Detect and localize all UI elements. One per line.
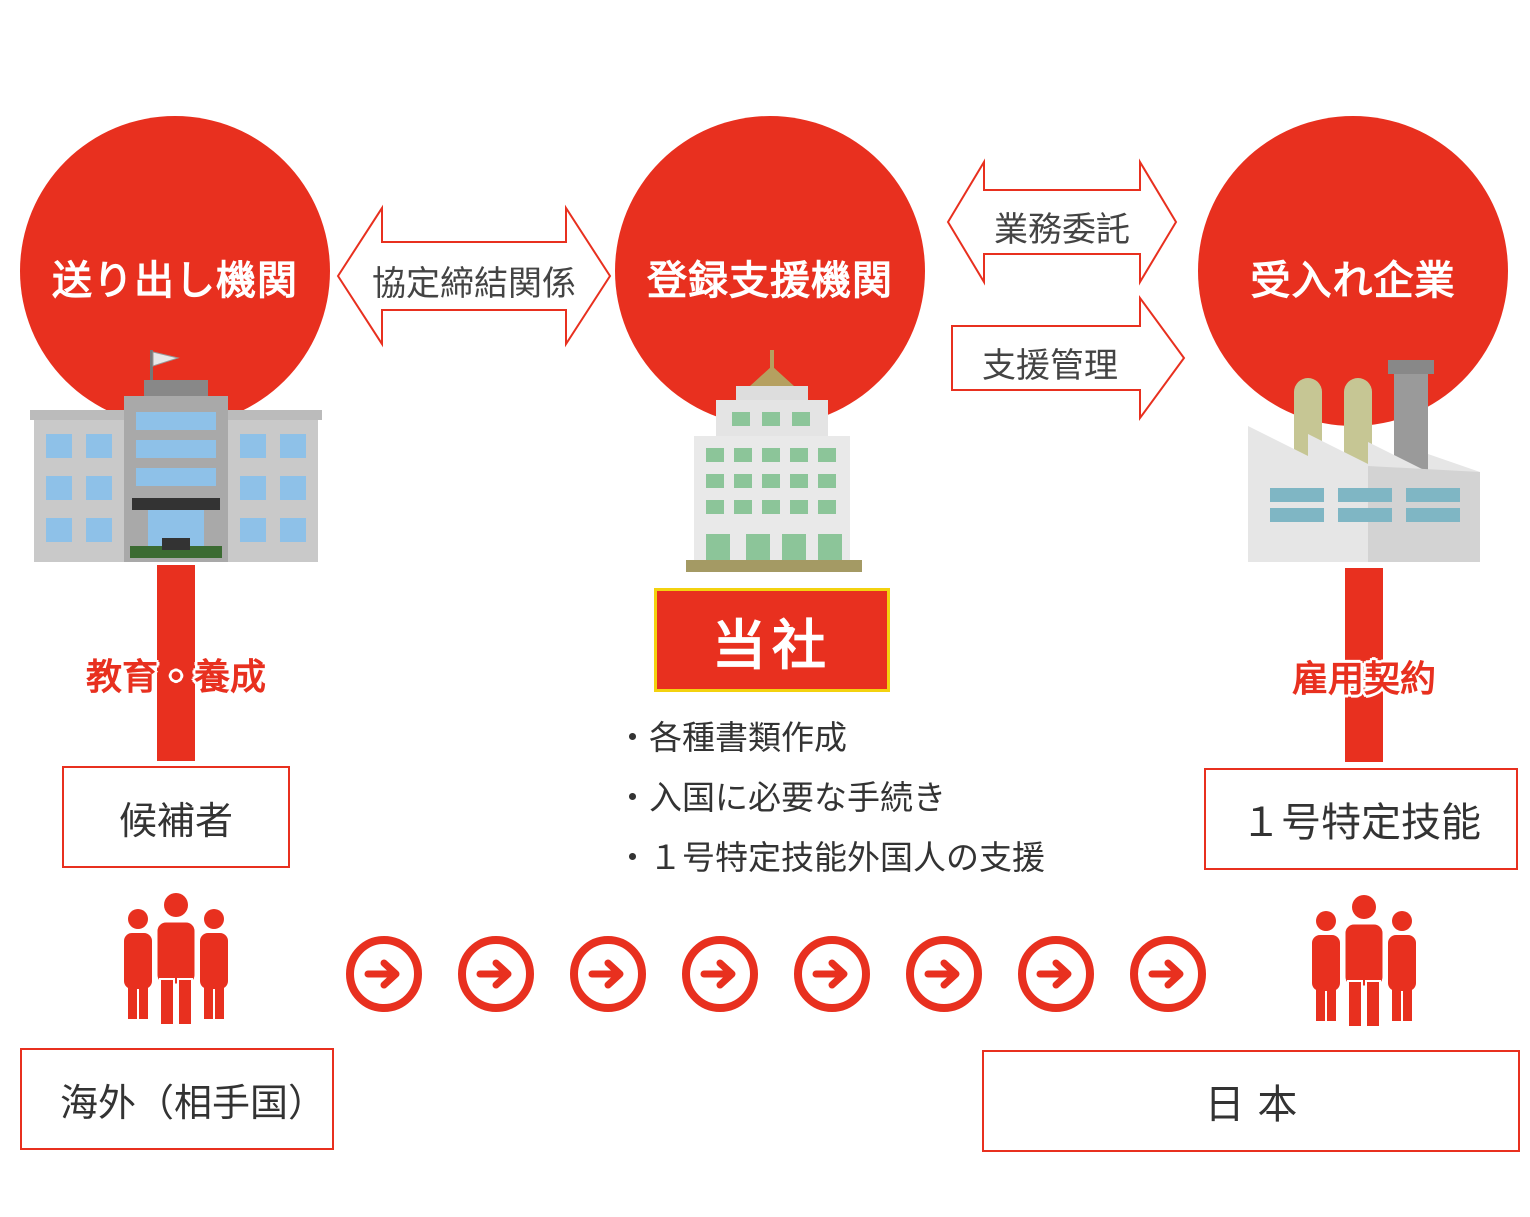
japan-box: 日 本 xyxy=(982,1050,1520,1152)
arrow-right-circle-icon xyxy=(570,936,646,1012)
arrow-right-circle-icon xyxy=(458,936,534,1012)
service-item: ・１号特定技能外国人の支援 xyxy=(616,838,1045,877)
our-company-box: 当社 xyxy=(654,588,890,692)
agreement-label: 協定締結関係 xyxy=(372,264,576,304)
sending-org-circle xyxy=(20,116,330,426)
sending-org-label: 送り出し機関 xyxy=(52,258,298,304)
employer-label: 受入れ企業 xyxy=(1250,258,1456,304)
overseas-box: 海外（相手国） xyxy=(20,1048,334,1150)
education-stem xyxy=(157,565,195,761)
office-tower-icon xyxy=(686,350,862,572)
agreement-double-arrow xyxy=(336,204,612,348)
arrow-right-circle-icon xyxy=(794,936,870,1012)
service-item: ・各種書類作成 xyxy=(616,718,847,757)
outsourcing-label: 業務委託 xyxy=(994,210,1130,250)
support-org-label: 登録支援機関 xyxy=(647,258,893,304)
arrow-right-circle-icon xyxy=(346,936,422,1012)
service-item: ・入国に必要な手続き xyxy=(616,778,946,817)
outsourcing-double-arrow xyxy=(946,158,1178,286)
education-label: 教育・養成 xyxy=(85,657,266,698)
factory-icon xyxy=(1248,360,1480,562)
people-group-icon xyxy=(124,893,228,1026)
arrow-right-circle-icon xyxy=(1018,936,1094,1012)
support-management-arrow xyxy=(951,294,1186,422)
arrow-right-circle-icon xyxy=(1130,936,1206,1012)
people-group-icon xyxy=(1312,895,1416,1028)
employment-label: 雇用契約 xyxy=(1291,659,1436,700)
service-list: ・各種書類作成 ・入国に必要な手続き ・１号特定技能外国人の支援 xyxy=(616,718,1045,898)
employment-stem xyxy=(1345,568,1383,762)
employer-circle xyxy=(1198,116,1508,426)
arrow-right-circle-icon xyxy=(906,936,982,1012)
candidates-box: 候補者 xyxy=(62,766,290,868)
school-building-icon xyxy=(30,350,322,562)
support-management-label: 支援管理 xyxy=(982,346,1118,386)
skilled-worker-box: １号特定技能 xyxy=(1204,768,1518,870)
arrow-right-circle-icon xyxy=(682,936,758,1012)
